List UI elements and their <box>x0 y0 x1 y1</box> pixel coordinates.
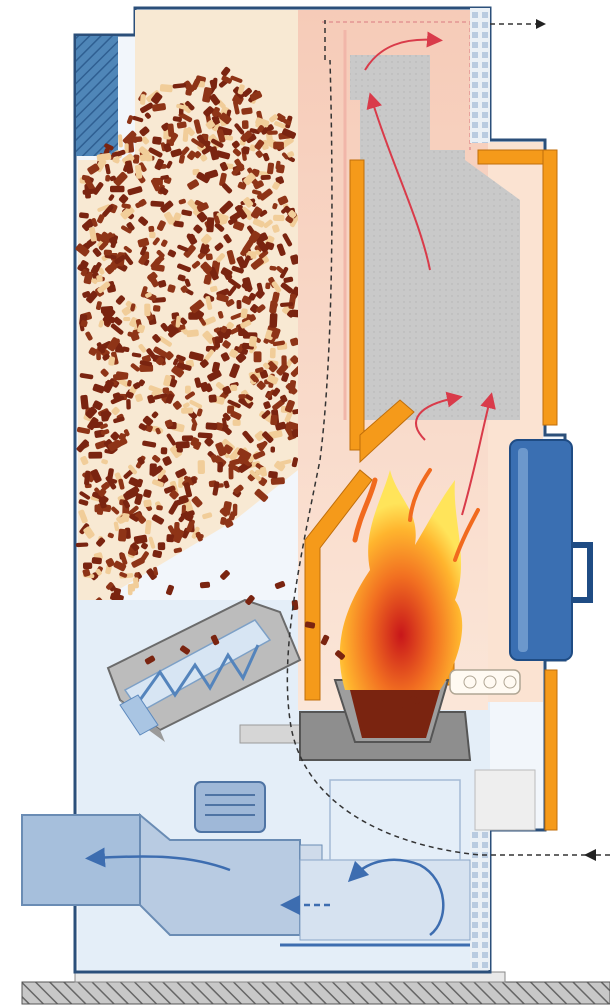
pellet <box>80 395 89 410</box>
pellet <box>355 697 365 703</box>
pellet <box>79 212 89 218</box>
pellet <box>144 304 150 317</box>
pellet <box>242 120 249 129</box>
pellet <box>149 463 157 476</box>
pellet <box>126 399 131 410</box>
flue-arrow-icon <box>536 19 546 29</box>
fan-motor-icon <box>195 782 265 832</box>
pellet <box>230 385 237 392</box>
pellet <box>270 414 278 425</box>
pellet <box>96 275 103 282</box>
pellet <box>215 336 221 348</box>
vent-grille-top <box>470 8 490 143</box>
pellet <box>208 394 217 402</box>
pellet <box>91 557 102 565</box>
floor-base <box>22 972 610 1004</box>
pellet <box>177 447 184 452</box>
pellet <box>116 371 129 379</box>
pellet <box>249 336 258 347</box>
pellet <box>153 305 161 312</box>
pellet <box>149 232 156 239</box>
pellet <box>128 584 133 595</box>
pellet <box>271 477 285 485</box>
pellet <box>217 462 223 473</box>
pellet <box>238 394 246 399</box>
pellet <box>140 94 146 105</box>
pellet <box>236 300 241 309</box>
pellet <box>143 499 152 507</box>
flue-outlet <box>490 19 546 29</box>
pellet <box>205 253 213 260</box>
pellet <box>228 467 233 480</box>
pellet <box>121 513 130 523</box>
pellet <box>104 249 112 255</box>
pellet <box>273 215 285 221</box>
pellet <box>110 186 125 193</box>
pellet <box>101 411 109 422</box>
pellet <box>233 420 241 426</box>
pellet <box>267 130 278 134</box>
pellet <box>167 123 174 137</box>
pellet <box>162 387 169 393</box>
pellet <box>76 542 89 547</box>
pellet <box>186 329 199 337</box>
pellet <box>198 460 205 474</box>
pellet <box>88 452 102 459</box>
pellet <box>269 313 277 328</box>
pellet <box>160 84 173 92</box>
pellet <box>175 441 189 449</box>
pellet <box>260 175 270 180</box>
door-handle-icon <box>572 545 590 600</box>
pellet <box>227 405 234 414</box>
pellet <box>118 529 127 542</box>
pellet <box>161 447 168 454</box>
pellet <box>166 534 174 542</box>
pellet <box>270 348 276 359</box>
vent-grille-bottom <box>470 830 490 970</box>
pellet <box>198 432 213 438</box>
pellet <box>200 582 210 589</box>
pellet <box>158 542 166 550</box>
pellet <box>150 201 164 208</box>
pellet <box>270 446 275 452</box>
pellet <box>273 142 284 150</box>
pellet <box>206 217 214 232</box>
pellet <box>254 351 262 362</box>
pellet <box>152 136 162 145</box>
pellet <box>133 577 139 588</box>
pellet <box>83 562 92 569</box>
pellet <box>123 317 130 321</box>
pellet <box>185 386 191 394</box>
pellet <box>268 471 278 479</box>
pellet <box>265 282 271 289</box>
pellet <box>148 226 154 233</box>
pellet <box>182 435 193 441</box>
pellet <box>146 154 153 161</box>
pellet <box>181 407 193 413</box>
pellet <box>105 175 110 182</box>
side-door <box>510 440 590 660</box>
pellet <box>205 422 217 430</box>
